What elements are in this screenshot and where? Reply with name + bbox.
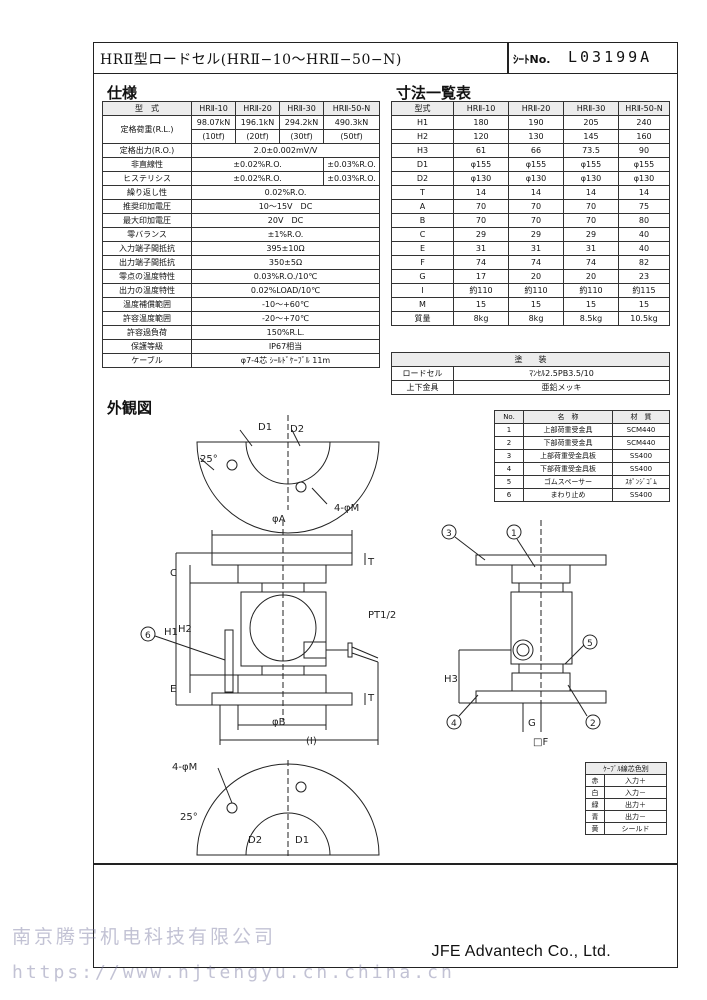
label-h2: H2 (178, 624, 192, 635)
balloon-6: 6 (145, 631, 151, 641)
cable-row: 黄シールド (585, 822, 667, 835)
spec-row: 非直線性±0.02%R.O.±0.03%R.O. (102, 157, 380, 172)
label-f: □F (533, 737, 548, 748)
coating-value: 亜鉛メッキ (453, 380, 670, 395)
drawing-heading: 外観図 (107, 399, 153, 417)
cable-color: 黄 (585, 822, 605, 835)
sheet-number: L03199A (568, 48, 653, 66)
balloon-4: 4 (451, 719, 457, 729)
coating-label: 上下金具 (391, 380, 454, 395)
spec-row: ヒステリシス±0.02%R.O.±0.03%R.O. (102, 171, 380, 186)
cable-signal: シールド (604, 822, 667, 835)
watermark-company: 南京腾宇机电科技有限公司 (12, 926, 277, 948)
dims-cell: 160 (618, 129, 670, 144)
label-h3: H3 (444, 674, 458, 685)
dims-heading: 寸法一覧表 (396, 84, 472, 102)
label-pt: PT1/2 (368, 610, 396, 621)
spec-value: -10〜+60℃ (191, 297, 380, 312)
balloon-3: 3 (446, 529, 452, 539)
spec-header-row: 型 式 HRⅡ-10 HRⅡ-20 HRⅡ-30 HRⅡ-50-N (102, 101, 380, 116)
label-4m-bottom: 4-φM (172, 762, 197, 773)
label-phi-a: φA (272, 514, 286, 525)
spec-heading: 仕様 (107, 84, 138, 102)
spec-rated-load-row: 定格荷重(R.L.) 98.07kN 196.1kN 294.2kN 490.3… (102, 115, 380, 144)
spec-row-label: 定格荷重(R.L.) (102, 115, 192, 144)
label-angle: 25° (200, 454, 218, 465)
cable-row: 緑出力＋ (585, 798, 667, 811)
watermark-url: https://www.njtengyu.cn.china.cn (12, 962, 455, 983)
coating-row: ロードセル ﾏﾝｾﾙ2.5PB3.5/10 (391, 366, 670, 381)
label-e: E (170, 684, 176, 695)
spec-row: 温度補償範囲-10〜+60℃ (102, 297, 380, 312)
footer-divider (94, 863, 677, 865)
top-flange-outline (196, 441, 380, 534)
label-t-top: T (367, 557, 375, 568)
parts-cell: SS400 (612, 488, 670, 502)
sheet-label: ｼｰﾄNo. (513, 53, 551, 66)
title-block: HRⅡ型ロードセル(HRⅡ−10〜HRⅡ−50−N) ｼｰﾄNo. L03199… (94, 43, 677, 74)
coating-row: 上下金具 亜鉛メッキ (391, 380, 670, 395)
label-i: (I) (306, 736, 317, 747)
coating-table: 塗 装 ロードセル ﾏﾝｾﾙ2.5PB3.5/10 上下金具 亜鉛メッキ (391, 352, 670, 395)
upper-plate (211, 552, 353, 566)
bolt-hole (295, 481, 307, 493)
bottom-flange-outline (196, 763, 380, 856)
label-d2-bottom: D2 (248, 835, 262, 846)
company-name: JFE Advantech Co., Ltd. (431, 943, 611, 960)
cable-row: 青出力－ (585, 810, 667, 823)
spec-table: 型 式 HRⅡ-10 HRⅡ-20 HRⅡ-30 HRⅡ-50-N 定格荷重(R… (102, 101, 380, 368)
label-h1: H1 (164, 627, 178, 638)
label-c: C (170, 568, 177, 579)
title-divider (507, 43, 509, 73)
drawing-frame: HRⅡ型ロードセル(HRⅡ−10〜HRⅡ−50−N) ｼｰﾄNo. L03199… (93, 42, 678, 968)
balloon-5: 5 (587, 639, 593, 649)
label-g: G (528, 718, 536, 729)
balloon-1: 1 (511, 529, 517, 539)
balloon-2: 2 (590, 719, 596, 729)
cable-row: 赤入力＋ (585, 774, 667, 787)
spec-value: φ7-4芯 ｼｰﾙﾄﾞｹｰﾌﾞﾙ 11m (191, 353, 380, 368)
bolt-hole (226, 459, 238, 471)
label-d1-bottom: D1 (295, 835, 309, 846)
label-4m-top: 4-φM (334, 503, 359, 514)
bolt-hole (226, 802, 238, 814)
cable-color-table: ｹｰﾌﾞﾙ線芯色別 赤入力＋白入力－緑出力＋青出力－黄シールド (585, 762, 667, 835)
bolt-hole (295, 781, 307, 793)
dims-header-row: 型式 HRⅡ-10 HRⅡ-20 HRⅡ-30 HRⅡ-50-N (391, 101, 670, 116)
label-angle-bottom: 25° (180, 812, 198, 823)
document-title: HRⅡ型ロードセル(HRⅡ−10〜HRⅡ−50−N) (100, 52, 402, 68)
label-phi-b: φB (272, 717, 286, 728)
label-d2: D2 (290, 424, 304, 435)
spec-row: 定格出力(R.O.)2.0±0.002mV/V (102, 143, 380, 158)
label-t-bottom: T (367, 693, 375, 704)
parts-header-row: No. 名 称 材 質 (494, 410, 670, 424)
dims-cell: 10.5kg (618, 311, 670, 326)
label-d1: D1 (258, 422, 272, 433)
lower-plate (211, 692, 353, 706)
parts-cell: 6 (494, 488, 524, 502)
